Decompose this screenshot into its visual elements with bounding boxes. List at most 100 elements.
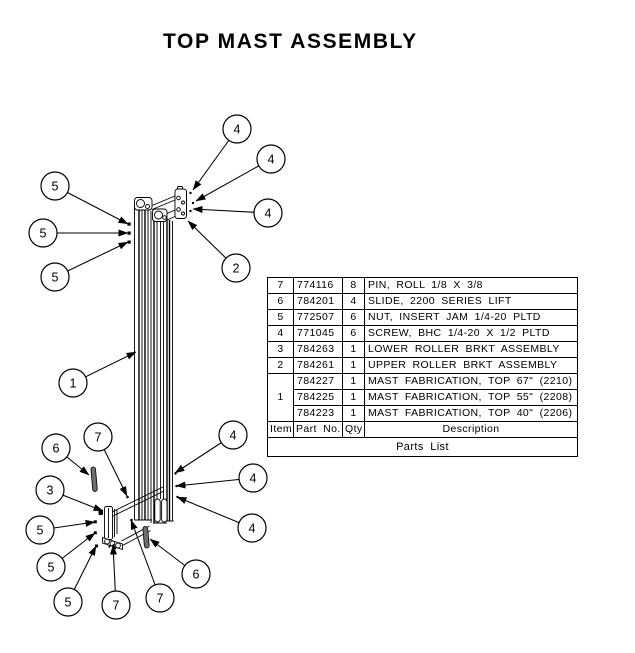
balloon-item-6: 6 bbox=[41, 433, 71, 463]
cell-item: 2 bbox=[267, 357, 294, 374]
balloon-item-2: 2 bbox=[221, 253, 251, 283]
cell-item: 1 bbox=[267, 373, 294, 422]
cell-item: 7 bbox=[267, 277, 294, 294]
cell-item: 5 bbox=[267, 309, 294, 326]
cell-part-no: 774116 bbox=[293, 277, 343, 294]
svg-text:7: 7 bbox=[113, 598, 120, 612]
cell-description: SLIDE, 2200 SERIES LIFT bbox=[364, 293, 578, 310]
cell-qty: 1 bbox=[342, 341, 365, 358]
svg-text:4: 4 bbox=[265, 206, 272, 220]
cell-description: SCREW, BHC 1/4-20 X 1/2 PLTD bbox=[364, 325, 578, 342]
cell-part-no: 784201 bbox=[293, 293, 343, 310]
balloon-item-5: 5 bbox=[36, 552, 66, 582]
cell-item: 6 bbox=[267, 293, 294, 310]
mast-drawing bbox=[90, 186, 195, 551]
slide-bar-left bbox=[90, 466, 98, 492]
balloon-item-4: 4 bbox=[218, 420, 248, 450]
svg-text:4: 4 bbox=[249, 521, 256, 535]
balloon-item-1: 1 bbox=[58, 368, 88, 398]
svg-text:7: 7 bbox=[95, 430, 102, 444]
cell-description: UPPER ROLLER BRKT ASSEMBLY bbox=[364, 357, 578, 374]
cell-part-no: 771045 bbox=[293, 325, 343, 342]
svg-text:6: 6 bbox=[53, 441, 60, 455]
svg-text:4: 4 bbox=[268, 152, 275, 166]
balloon-item-7: 7 bbox=[145, 583, 175, 613]
callout-balloons: 4 4 4 2 5 5 5 1 6 7 4 4 4 3 5 5 5 7 7 6 bbox=[25, 114, 286, 620]
svg-text:4: 4 bbox=[250, 471, 257, 485]
cell-description: NUT, INSERT JAM 1/4-20 PLTD bbox=[364, 309, 578, 326]
cell-description: MAST FABRICATION, TOP 67" (2210) bbox=[364, 373, 578, 390]
svg-text:5: 5 bbox=[37, 523, 44, 537]
balloon-item-5: 5 bbox=[25, 515, 55, 545]
balloon-item-4: 4 bbox=[253, 198, 283, 228]
balloon-item-5: 5 bbox=[28, 218, 58, 248]
balloon-item-4: 4 bbox=[256, 144, 286, 174]
cell-item: 3 bbox=[267, 341, 294, 358]
cell-description: MAST FABRICATION, TOP 40" (2206) bbox=[364, 405, 578, 422]
cell-qty: 1 bbox=[342, 373, 365, 390]
top-roller-caps bbox=[134, 197, 168, 222]
cell-qty: 1 bbox=[342, 357, 365, 374]
mast-rail-lines-light bbox=[134, 205, 173, 523]
svg-text:5: 5 bbox=[65, 595, 72, 609]
header-cell: Part No. bbox=[293, 421, 343, 438]
svg-text:6: 6 bbox=[193, 567, 200, 581]
cell-part-no: 784261 bbox=[293, 357, 343, 374]
cell-description: PIN, ROLL 1/8 X 3/8 bbox=[364, 277, 578, 294]
cell-description: LOWER ROLLER BRKT ASSEMBLY bbox=[364, 341, 578, 358]
cell-part-no: 784263 bbox=[293, 341, 343, 358]
svg-text:1: 1 bbox=[70, 376, 77, 390]
mast-rail-lines-heavy bbox=[138, 201, 171, 523]
cell-qty: 6 bbox=[342, 309, 365, 326]
cell-qty: 8 bbox=[342, 277, 365, 294]
balloon-item-3: 3 bbox=[35, 475, 65, 505]
balloon-item-5: 5 bbox=[53, 587, 83, 617]
svg-text:5: 5 bbox=[48, 560, 55, 574]
svg-text:5: 5 bbox=[52, 179, 59, 193]
cell-part-no: 784227 bbox=[293, 373, 343, 390]
parts-list-caption: Parts List bbox=[267, 437, 578, 457]
upper-roller-bracket bbox=[151, 186, 195, 221]
cell-qty: 1 bbox=[342, 405, 365, 422]
svg-text:2: 2 bbox=[233, 261, 240, 275]
balloon-item-4: 4 bbox=[238, 463, 268, 493]
svg-text:4: 4 bbox=[230, 428, 237, 442]
page-title: TOP MAST ASSEMBLY bbox=[163, 30, 418, 53]
cell-item: 4 bbox=[267, 325, 294, 342]
svg-text:7: 7 bbox=[157, 591, 164, 605]
cell-part-no: 784223 bbox=[293, 405, 343, 422]
balloon-item-5: 5 bbox=[40, 262, 70, 292]
cell-part-no: 784225 bbox=[293, 389, 343, 406]
bottom-tube-ends bbox=[154, 498, 168, 523]
balloon-item-7: 7 bbox=[83, 422, 113, 452]
svg-text:5: 5 bbox=[40, 226, 47, 240]
balloon-item-6: 6 bbox=[181, 559, 211, 589]
jam-nuts-upper bbox=[127, 222, 131, 244]
balloon-item-4: 4 bbox=[237, 513, 267, 543]
cell-qty: 6 bbox=[342, 325, 365, 342]
balloon-item-4: 4 bbox=[222, 114, 252, 144]
balloon-item-5: 5 bbox=[40, 171, 70, 201]
cell-qty: 4 bbox=[342, 293, 365, 310]
cell-description: MAST FABRICATION, TOP 55" (2208) bbox=[364, 389, 578, 406]
header-cell: Description bbox=[364, 421, 578, 438]
svg-text:3: 3 bbox=[47, 483, 54, 497]
header-cell: Qty bbox=[342, 421, 365, 438]
screw-dots-lower bbox=[174, 472, 179, 499]
leader-lines bbox=[39, 128, 272, 606]
